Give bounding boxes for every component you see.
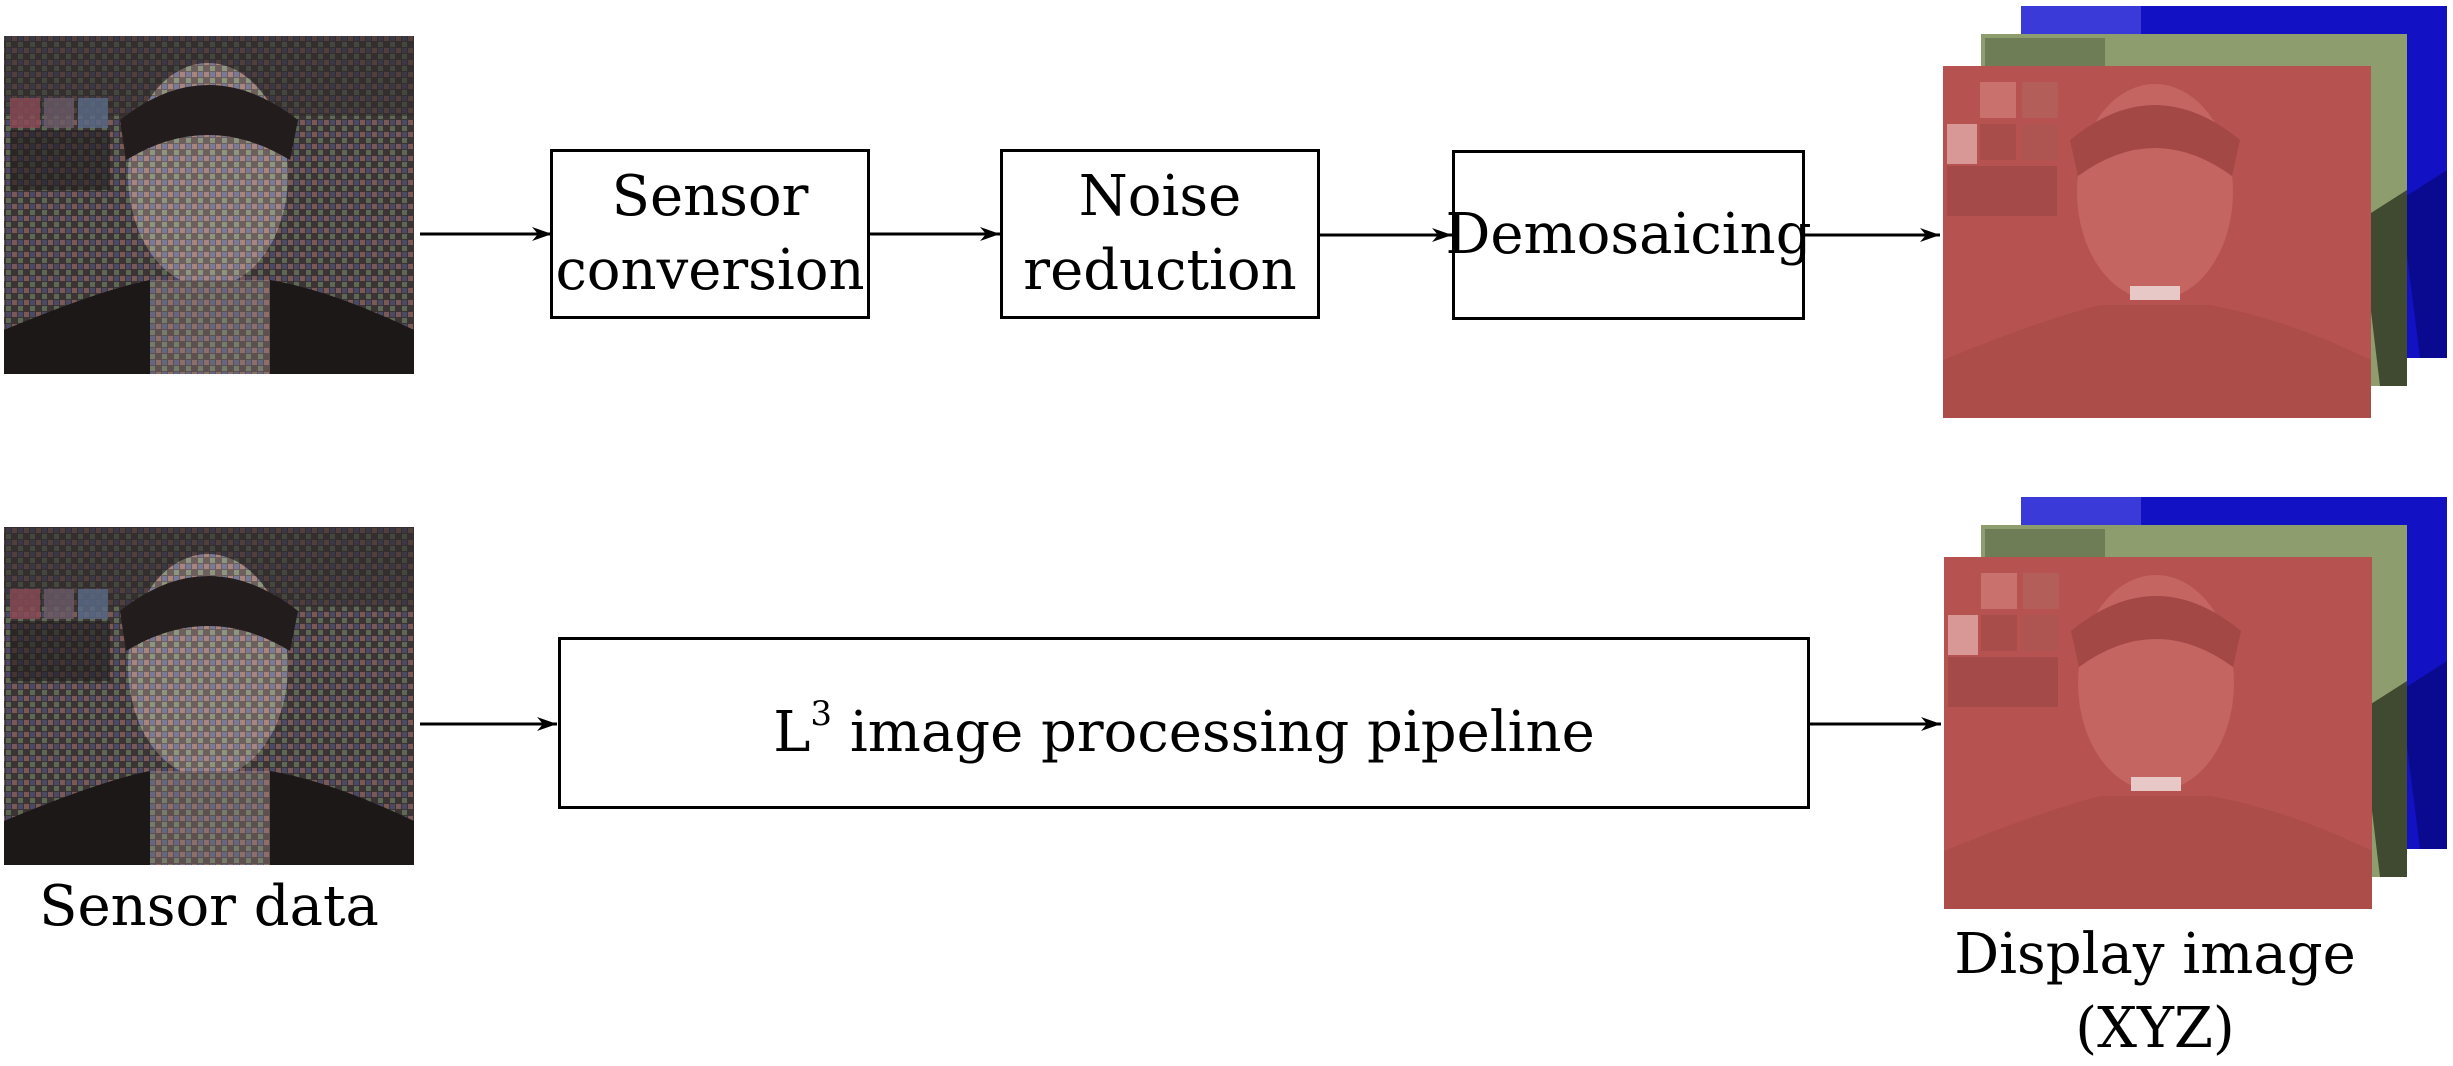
sensor-data-caption: Sensor data <box>39 874 379 939</box>
l3-superscript: 3 <box>810 693 833 734</box>
l3-pipeline-label: L3 image processing pipeline <box>773 677 1595 770</box>
display-image-stack-bottom <box>1944 497 2447 909</box>
sensor-conversion-label: Sensor conversion <box>555 164 865 303</box>
demosaicing-box: Demosaicing <box>1445 150 1812 320</box>
l3-letter: L <box>773 699 811 765</box>
noise-reduction-box: Noise reduction <box>1000 149 1320 319</box>
display-image-caption: Display image (XYZ) <box>1954 922 2356 1061</box>
l3-pipeline-box: L3 image processing pipeline <box>558 637 1810 809</box>
sensor-thumbnail-bottom <box>4 527 414 865</box>
display-image-stack-top <box>1943 6 2447 418</box>
sensor-conversion-box: Sensor conversion <box>550 149 870 319</box>
noise-reduction-label: Noise reduction <box>1023 164 1297 303</box>
l3-pipeline-rest: image processing pipeline <box>832 699 1595 765</box>
sensor-thumbnail-top <box>4 36 414 374</box>
demosaicing-label: Demosaicing <box>1445 202 1812 267</box>
